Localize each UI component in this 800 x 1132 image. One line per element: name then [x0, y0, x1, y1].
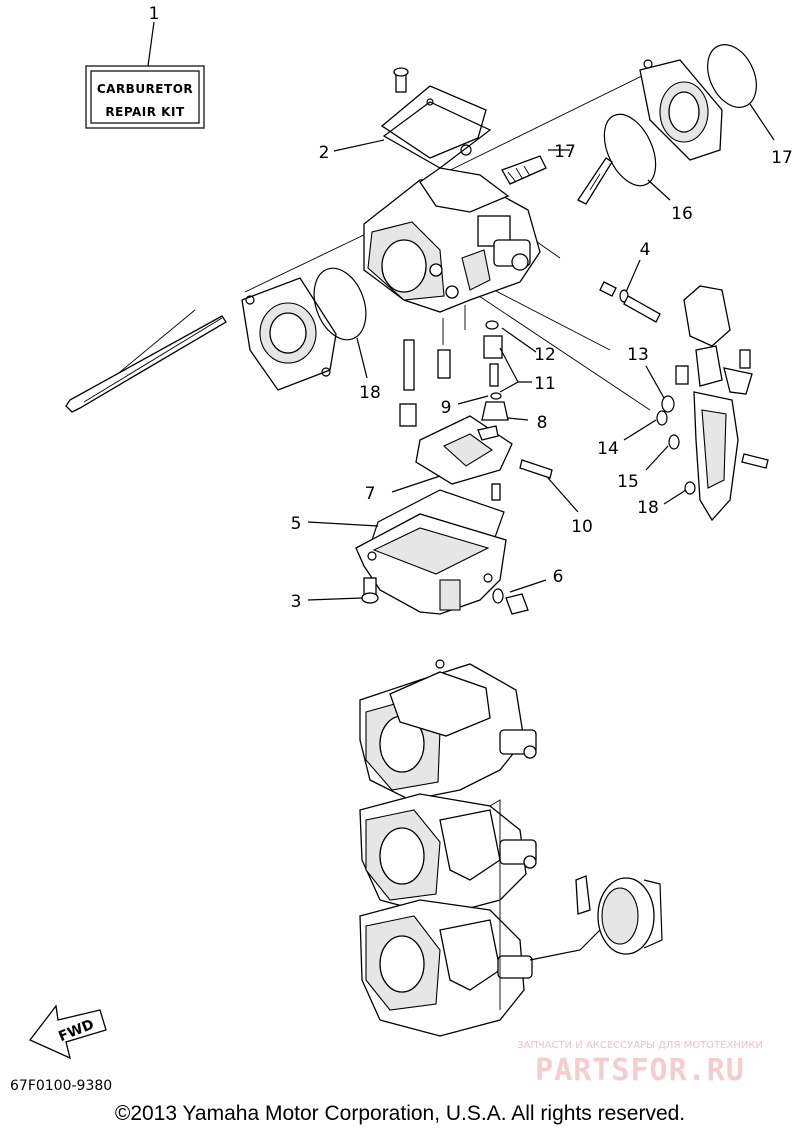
callout-18-right: 17 — [771, 148, 793, 168]
callout-11: 11 — [534, 374, 556, 394]
right-o-ring-gasket — [707, 44, 757, 108]
callout-17: 17 — [554, 142, 576, 162]
kit-label-line2: REPAIR KIT — [105, 105, 185, 119]
o-ring-13 — [661, 395, 675, 413]
part-number: 67F0100-9380 — [10, 1078, 112, 1094]
callout-13: 13 — [627, 345, 649, 365]
float-pin — [519, 459, 553, 479]
pilot-screw — [501, 155, 547, 185]
watermark-small-text: ЗАПЧАСТИ И АКСЕССУАРЫ ДЛЯ МОТОТЕХНИКИ — [517, 1040, 763, 1051]
callout-19: 18 — [637, 498, 659, 518]
callout-12: 12 — [534, 345, 556, 365]
callout-6: 6 — [553, 567, 564, 587]
callout-18-left: 18 — [359, 383, 381, 403]
kit-label-line1: CARBURETOR — [97, 82, 193, 96]
left-o-ring-gasket — [313, 267, 367, 341]
watermark-logo-text: PARTSFOR.RU — [535, 1053, 745, 1088]
screw-with-o-ring — [599, 281, 661, 323]
bowl-screw — [361, 577, 379, 604]
drain-screw — [492, 588, 529, 615]
long-bolt — [65, 315, 227, 413]
o-ring-14 — [656, 410, 668, 426]
callout-3: 3 — [291, 592, 302, 612]
callout-15: 15 — [617, 472, 639, 492]
o-ring-15 — [668, 434, 680, 450]
callout-10: 10 — [571, 517, 593, 537]
callout-14: 14 — [597, 439, 619, 459]
float-screw — [491, 483, 501, 501]
right-intake-flange — [639, 59, 723, 161]
copyright-notice: ©2013 Yamaha Motor Corporation, U.S.A. A… — [115, 1102, 685, 1125]
callout-4: 4 — [640, 240, 651, 260]
repair-kit-box: CARBURETOR REPAIR KIT — [85, 65, 205, 129]
top-cover — [380, 67, 492, 169]
o-ring-19 — [684, 481, 696, 495]
enrichener-assembly — [675, 285, 769, 522]
triple-carburetor-assembly — [359, 659, 663, 1037]
left-intake-flange — [241, 277, 337, 391]
carburetor-body-upper — [363, 167, 541, 313]
callout-1: 1 — [149, 4, 160, 24]
callout-7: 7 — [365, 484, 376, 504]
callout-2: 2 — [319, 143, 330, 163]
callout-9: 9 — [441, 398, 452, 418]
float-bowl — [355, 513, 507, 615]
callout-16: 16 — [671, 204, 693, 224]
fwd-direction-arrow: FWD — [28, 1004, 107, 1060]
float — [415, 415, 513, 485]
callout-5: 5 — [291, 514, 302, 534]
watermark: ЗАПЧАСТИ И АКСЕССУАРЫ ДЛЯ МОТОТЕХНИКИ PA… — [517, 1040, 763, 1088]
throttle-stop-screw — [577, 157, 613, 205]
middle-o-ring-gasket — [603, 113, 657, 187]
jet-parts — [399, 320, 509, 427]
callout-8: 8 — [537, 413, 548, 433]
